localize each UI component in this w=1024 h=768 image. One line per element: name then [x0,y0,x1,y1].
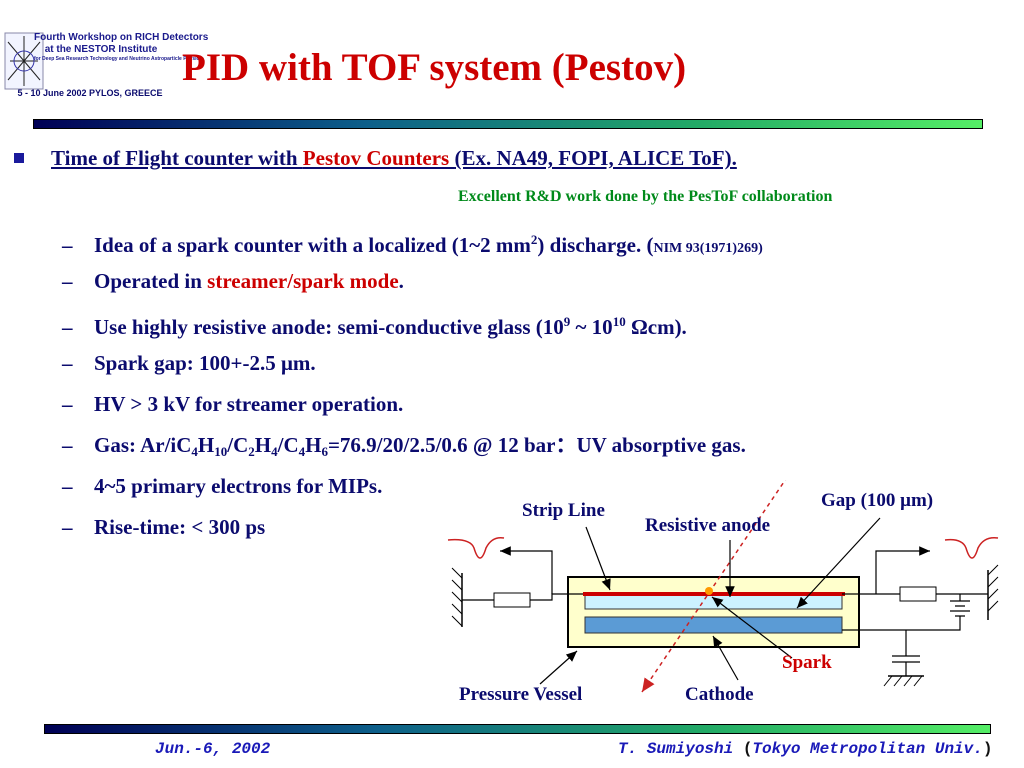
list-item-spark-idea: –Idea of a spark counter with a localize… [62,232,763,257]
rd-note: Excellent R&D work done by the PesToF co… [458,188,833,205]
bullet-square-icon [14,153,24,163]
detector-logo-icon [4,32,44,90]
footer-date: Jun.-6, 2002 [155,740,271,758]
right-signal-pulse-icon [944,536,999,559]
logo-line2: at the NESTOR Institute [44,44,158,55]
main-bullet-post: (Ex. NA49, FOPI, ALICE ToF). [454,146,737,170]
label-spark: Spark [782,652,832,673]
footer-divider [44,724,991,734]
label-strip-line: Strip Line [522,500,605,521]
logo-line1: Fourth Workshop on RICH Detectors [34,32,209,43]
workshop-logo: Fourth Workshop on RICH Detectors at the… [2,28,209,104]
left-resistor [493,592,531,608]
pestov-counter-diagram [447,480,999,693]
label-gap: Gap (100 μm) [821,490,934,511]
main-bullet-highlight: Pestov Counters [302,146,455,170]
list-item-hv: –HV > 3 kV for streamer operation. [62,392,404,416]
list-item-spark-gap: –Spark gap: 100+-2.5 μm. [62,351,316,375]
ground-icon [883,675,923,687]
label-cathode: Cathode [685,684,754,705]
main-bullet: Time of Flight counter with Pestov Count… [51,143,737,173]
title-divider [33,119,983,129]
left-signal-pulse-icon [447,536,505,559]
resistive-anode-plate [584,594,843,610]
list-item-gas: –Gas: Ar/iC4H10/C2H4/C4H6=76.9/20/2.5/0.… [62,433,746,459]
list-item-mode: –Operated in streamer/spark mode. [62,269,404,293]
cathode-plate [584,616,843,634]
logo-line3: for Deep Sea Research Technology and Neu… [34,56,203,62]
logo-date: 5 - 10 June 2002 PYLOS, GREECE [17,88,163,98]
footer-author: T. Sumiyoshi (Tokyo Metropolitan Univ.) [618,740,993,758]
list-item-rise-time: –Rise-time: < 300 ps [62,515,266,539]
list-item-electrons: –4~5 primary electrons for MIPs. [62,474,383,498]
hv-battery-icon [842,594,970,631]
slide-title: PID with TOF system (Pestov) [182,46,687,89]
list-item-anode: –Use highly resistive anode: semi-conduc… [62,314,687,339]
label-pressure-vessel: Pressure Vessel [459,684,583,705]
right-resistor [899,586,937,602]
spark-point [705,587,713,595]
label-resistive-anode: Resistive anode [645,515,771,536]
main-bullet-pre: Time of Flight counter with [51,146,303,170]
